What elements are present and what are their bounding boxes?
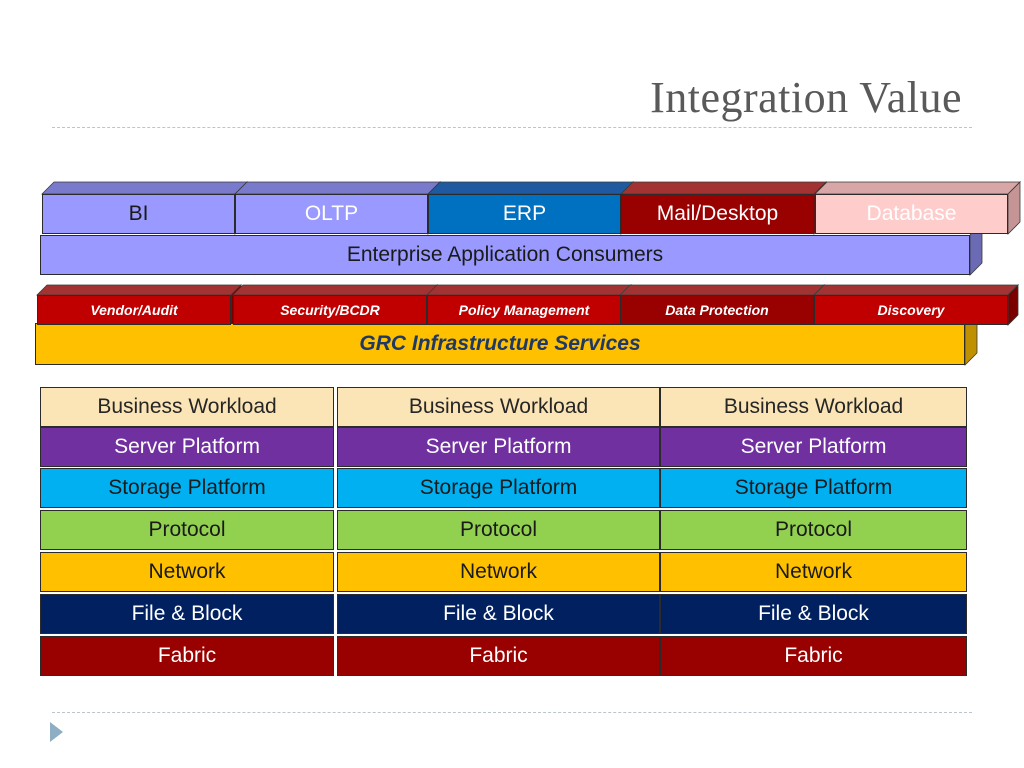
stack-1-layer-3: Storage Platform <box>40 468 334 508</box>
grc-infrastructure-bar: GRC Infrastructure Services <box>35 323 965 365</box>
grc-service-5-side <box>1007 284 1019 326</box>
stack-3-layer-7: Fabric <box>660 636 967 676</box>
stack-1-layer-2: Server Platform <box>40 427 334 467</box>
grc-service-4: Data Protection <box>620 295 814 325</box>
app-block-3-top <box>427 181 634 195</box>
grc-service-4-top <box>619 284 825 296</box>
app-block-5-top <box>814 181 1021 195</box>
stack-3-layer-5: Network <box>660 552 967 592</box>
app-block-4: Mail/Desktop <box>621 194 814 234</box>
enterprise-consumers-bar: Enterprise Application Consumers <box>40 235 970 275</box>
grc-service-5-top <box>813 284 1019 296</box>
stack-3-layer-3: Storage Platform <box>660 468 967 508</box>
app-block-1: BI <box>42 194 235 234</box>
grc-service-2: Security/BCDR <box>233 295 427 325</box>
stack-1-layer-7: Fabric <box>40 636 334 676</box>
stack-1-layer-1: Business Workload <box>40 387 334 427</box>
stack-2-layer-3: Storage Platform <box>337 468 660 508</box>
slide-marker-icon <box>50 722 63 742</box>
stack-2-layer-1: Business Workload <box>337 387 660 427</box>
stack-2-layer-4: Protocol <box>337 510 660 550</box>
app-block-5-side <box>1007 181 1021 235</box>
title-divider <box>52 127 972 128</box>
stack-1-layer-6: File & Block <box>40 594 334 634</box>
app-block-1-top <box>41 181 248 195</box>
slide-title: Integration Value <box>650 73 962 122</box>
stack-3-layer-6: File & Block <box>660 594 967 634</box>
footer-divider <box>52 712 972 713</box>
stack-1-layer-5: Network <box>40 552 334 592</box>
stack-2-layer-5: Network <box>337 552 660 592</box>
stack-2-layer-2: Server Platform <box>337 427 660 467</box>
grc-service-1-top <box>36 284 242 296</box>
app-block-3: ERP <box>428 194 621 234</box>
stack-2-layer-6: File & Block <box>337 594 660 634</box>
grc-service-2-top <box>232 284 438 296</box>
app-block-4-top <box>620 181 827 195</box>
stack-1-layer-4: Protocol <box>40 510 334 550</box>
grc-service-1: Vendor/Audit <box>37 295 231 325</box>
stack-2-layer-7: Fabric <box>337 636 660 676</box>
grc-service-5: Discovery <box>814 295 1008 325</box>
app-block-2: OLTP <box>235 194 428 234</box>
stack-3-layer-2: Server Platform <box>660 427 967 467</box>
grc-service-3: Policy Management <box>427 295 621 325</box>
app-block-2-top <box>234 181 441 195</box>
app-block-5: Database <box>815 194 1008 234</box>
grc-service-3-top <box>426 284 632 296</box>
stack-3-layer-1: Business Workload <box>660 387 967 427</box>
stack-3-layer-4: Protocol <box>660 510 967 550</box>
